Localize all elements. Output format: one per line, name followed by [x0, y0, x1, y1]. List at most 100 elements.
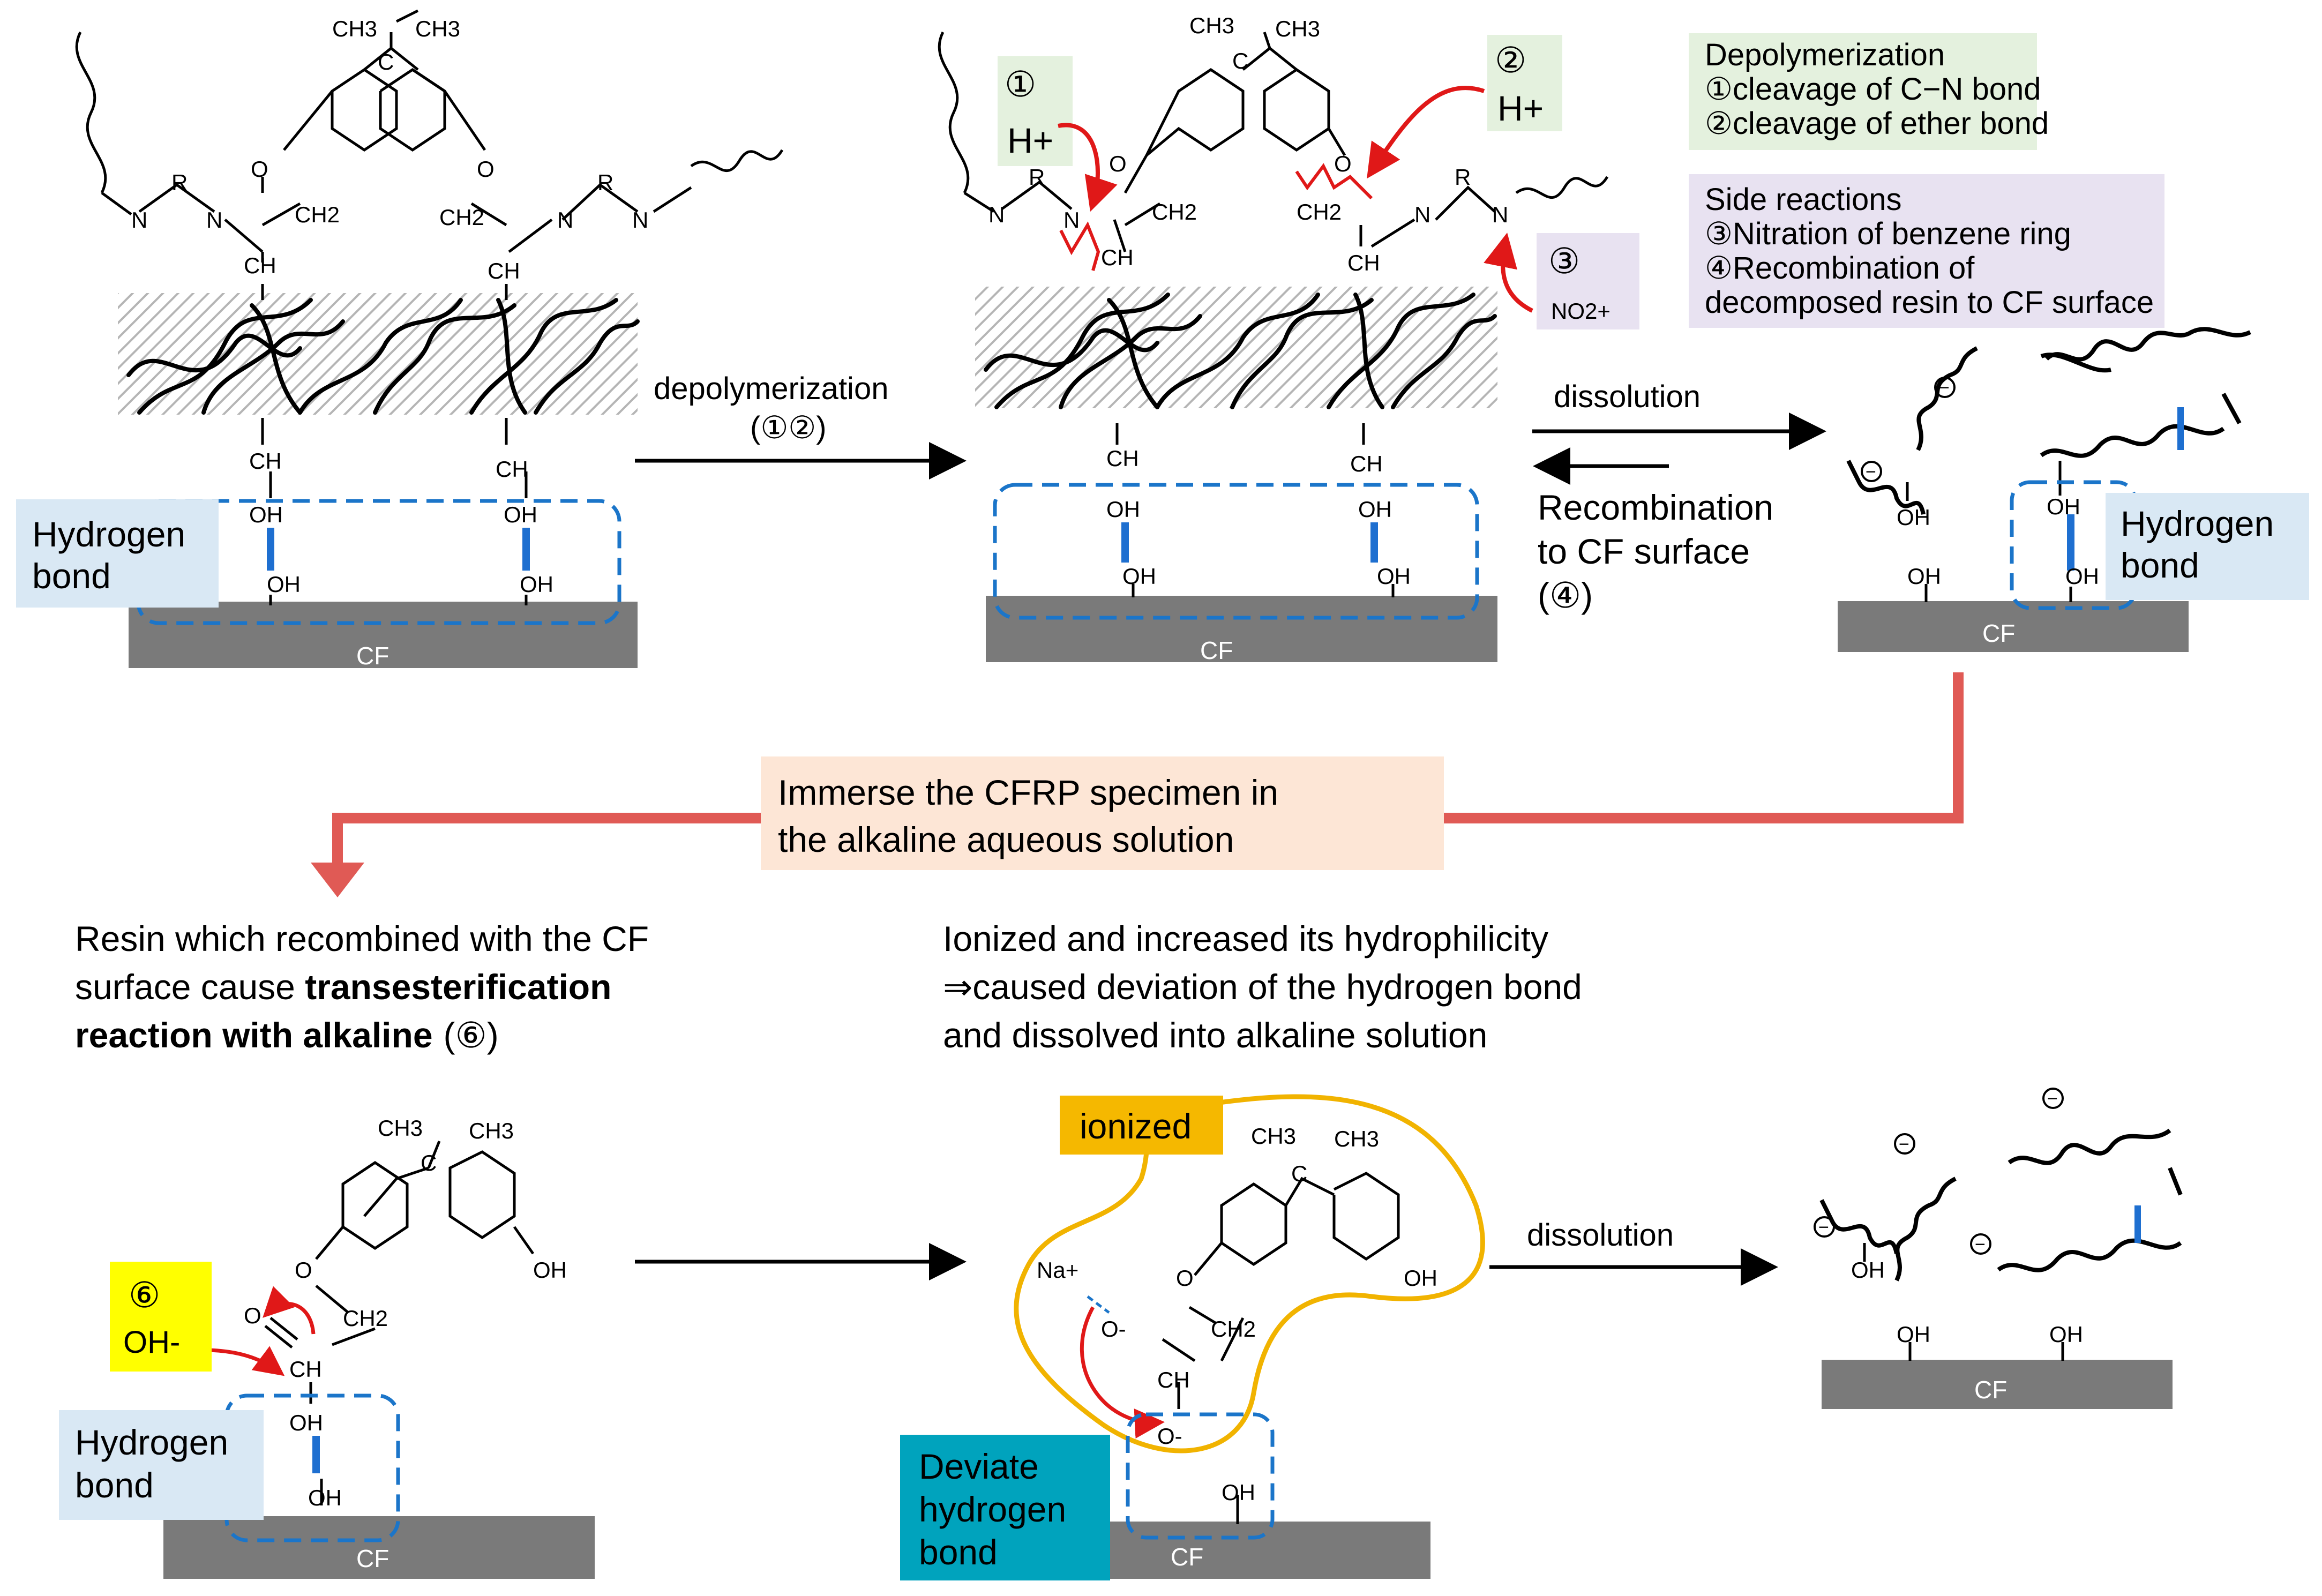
n-label: N: [988, 202, 1005, 227]
hbond-box-3: [2106, 493, 2309, 600]
hbond-region-3: [2010, 480, 2137, 610]
left-caption-line3-tail: (⑥): [444, 1015, 499, 1055]
legend-side-item-1: ③Nitration of benzene ring: [1705, 216, 2071, 251]
oh-label: OH: [2065, 564, 2099, 589]
depolymerization-arrow: depolymerization (①②): [635, 371, 967, 479]
dissolution-bottom-label: dissolution: [1527, 1218, 1674, 1253]
left-caption-line2-plain: surface cause: [75, 967, 305, 1007]
right-caption-line2: ⇒caused deviation of the hydrogen bond: [943, 967, 1582, 1007]
fragments-3: [1846, 327, 2251, 515]
immerse-line2: the alkaline aqueous solution: [778, 820, 1234, 859]
recombination-line3: (④): [1538, 575, 1593, 615]
h-plus-label: H+: [1497, 88, 1544, 128]
legend-depolymerization: Depolymerization ①cleavage of C−N bond ②…: [1689, 33, 2049, 150]
o-label: O: [244, 1303, 261, 1328]
immerse-box: [761, 756, 1444, 870]
n-label: N: [1063, 207, 1080, 233]
o-minus-label: O-: [1157, 1423, 1182, 1449]
oh-label: OH: [289, 1410, 323, 1435]
panel-ionized: CF ionized CH3 CH3 C OH O CH2 O- CH O-: [900, 1094, 1485, 1580]
c-label: C: [1291, 1161, 1307, 1186]
minus-sign: −: [2047, 1089, 2058, 1109]
o-minus-label: O-: [1101, 1316, 1126, 1342]
minus-sign: −: [1899, 1134, 1909, 1155]
hbond-label-line2: bond: [2121, 545, 2199, 585]
red-arrow-ionize: [1080, 1306, 1165, 1439]
legend-side-title: Side reactions: [1705, 182, 1902, 217]
na-dashed-bond: [1087, 1295, 1110, 1314]
r-label: R: [171, 170, 188, 195]
h-plus-box-1: [998, 56, 1073, 166]
deviate-line2: hydrogen: [919, 1489, 1066, 1529]
hbond-label-line2: bond: [32, 556, 111, 596]
oh-label: OH: [1897, 505, 1930, 530]
svg-text:surface cause transesterificat: surface cause transesterification: [75, 967, 611, 1007]
panel-dissolved-final: CF − − − − OH OH OH: [1814, 1088, 2183, 1409]
chem-labels-2: CH3 CH3 C O O CH2 CH2 CH CH N N N N R R …: [988, 13, 1508, 589]
chem-labels-1: CH3 CH3 C O O CH2 CH2 CH CH N N N N R R …: [131, 16, 648, 597]
n-label: N: [206, 207, 222, 233]
n-label: N: [557, 207, 573, 233]
oh-label: OH: [1222, 1480, 1255, 1505]
r-label: R: [1029, 164, 1045, 190]
cf-bar-6: [1822, 1360, 2173, 1409]
oh-stubs-6: [1863, 1243, 2064, 1361]
marker-two: ②: [1495, 40, 1526, 80]
left-caption-line3-bold: reaction with alkaline: [75, 1015, 433, 1055]
oh-label: OH: [2047, 494, 2080, 519]
ch3-label: CH3: [378, 1115, 423, 1141]
deviate-line1: Deviate: [919, 1447, 1039, 1486]
oh-label: OH: [520, 572, 553, 597]
oh-label: OH: [1122, 564, 1156, 589]
cf-label-5: CF: [1171, 1543, 1203, 1571]
ch2-label: CH2: [295, 202, 340, 227]
ionized-box: [1060, 1096, 1223, 1155]
n-label: N: [632, 207, 648, 233]
hbond-label-line1: Hydrogen: [75, 1422, 228, 1462]
oh-minus-label: OH-: [123, 1325, 180, 1360]
red-arrow-oh-attack: [203, 1346, 285, 1376]
panel-resin-on-cf: CF: [16, 9, 784, 670]
marker-three: ③: [1548, 241, 1580, 281]
h-plus-box-2: [1487, 35, 1562, 131]
ch-label: CH: [1347, 250, 1380, 275]
minus-sign: −: [1939, 378, 1950, 398]
cf-oh-stubs-2: [1132, 584, 1395, 597]
oh-label: OH: [1851, 1257, 1885, 1283]
o-label: O: [295, 1257, 312, 1283]
minus-sign: −: [1866, 462, 1876, 482]
oh-label: OH: [533, 1257, 567, 1283]
dissolution-label: dissolution: [1554, 379, 1701, 414]
oh-label: OH: [1377, 564, 1411, 589]
n-label: N: [1492, 202, 1508, 227]
ch-label: CH: [1106, 446, 1139, 471]
cf-label-6: CF: [1974, 1376, 2007, 1404]
deviate-box: [900, 1435, 1110, 1580]
cf-label-2: CF: [1200, 636, 1233, 664]
depolymerization-label: depolymerization: [654, 371, 888, 406]
ch3-label: CH3: [1251, 1123, 1296, 1149]
oh-label: OH: [2049, 1322, 2083, 1347]
red-arrow-h-plus-1: [1058, 123, 1118, 212]
hydrogen-bond-lines-1: [267, 528, 530, 571]
legend-depoly-item-1: ①cleavage of C−N bond: [1705, 72, 2041, 107]
depolymerization-steps: (①②): [750, 410, 827, 445]
o-label: O: [1176, 1265, 1194, 1291]
oh-label: OH: [1358, 497, 1392, 522]
no2-box: [1537, 233, 1639, 329]
cf-bar-2: [986, 596, 1497, 662]
ch3-label: CH3: [415, 16, 460, 41]
ch2-label: CH2: [343, 1306, 388, 1331]
o-label: O: [251, 156, 268, 182]
panel-dissolved-fragments: CF − − OH OH OH OH: [1838, 327, 2309, 652]
ch-label: CH: [488, 258, 520, 283]
left-caption: Resin which recombined with the CF surfa…: [75, 919, 649, 1055]
hbond-region-2: [993, 483, 1479, 620]
o-label: O: [1334, 151, 1352, 176]
ch-label: CH: [249, 448, 282, 474]
ch3-label: CH3: [1334, 1126, 1379, 1151]
oh-label: OH: [1404, 1265, 1437, 1291]
ch-label: CH: [289, 1357, 322, 1382]
red-arrow-carbonyl: [263, 1286, 316, 1335]
right-caption: Ionized and increased its hydrophilicity…: [943, 919, 1582, 1055]
